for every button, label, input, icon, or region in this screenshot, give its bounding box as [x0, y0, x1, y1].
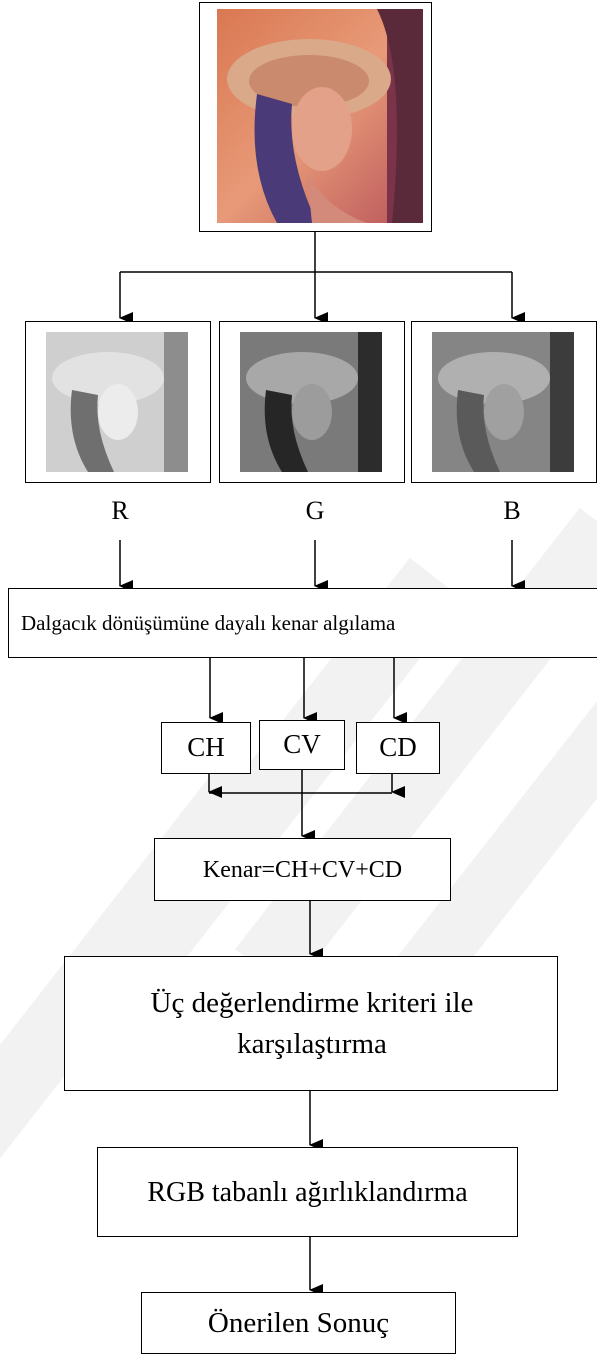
edge-sum-box: Kenar=CH+CV+CD [154, 838, 451, 901]
comparison-label: Üç değerlendirme kriteri ile karşılaştır… [150, 986, 474, 1060]
original-image-frame [199, 2, 432, 232]
blue-channel-image-frame [411, 321, 597, 483]
cv-label: CV [283, 729, 321, 760]
cd-box: CD [356, 722, 440, 774]
label-b: B [503, 496, 521, 525]
edge-sum-label: Kenar=CH+CV+CD [202, 856, 403, 883]
green-channel-photo [240, 332, 382, 472]
green-channel-image-frame [219, 321, 405, 483]
rgb-weighting-label: RGB tabanlı ağırlıklandırma [147, 1176, 468, 1208]
red-channel-image-frame [25, 321, 211, 483]
blue-channel-photo [432, 332, 574, 472]
cv-box: CV [259, 720, 345, 770]
ch-label: CH [187, 732, 225, 763]
comparison-box: Üç değerlendirme kriteri ile karşılaştır… [64, 956, 558, 1091]
label-g: G [305, 496, 325, 525]
cd-label: CD [379, 732, 417, 763]
wavelet-edge-detection-label: Dalgacık dönüşümüne dayalı kenar algılam… [21, 610, 396, 635]
result-box: Önerilen Sonuç [141, 1292, 456, 1354]
result-label: Önerilen Sonuç [207, 1306, 390, 1339]
rgb-weighting-box: RGB tabanlı ağırlıklandırma [97, 1147, 518, 1237]
red-channel-photo [46, 332, 188, 472]
wavelet-edge-detection-box: Dalgacık dönüşümüne dayalı kenar algılam… [8, 588, 597, 658]
label-r: R [111, 496, 129, 525]
ch-box: CH [161, 722, 251, 774]
original-color-photo [217, 9, 423, 223]
